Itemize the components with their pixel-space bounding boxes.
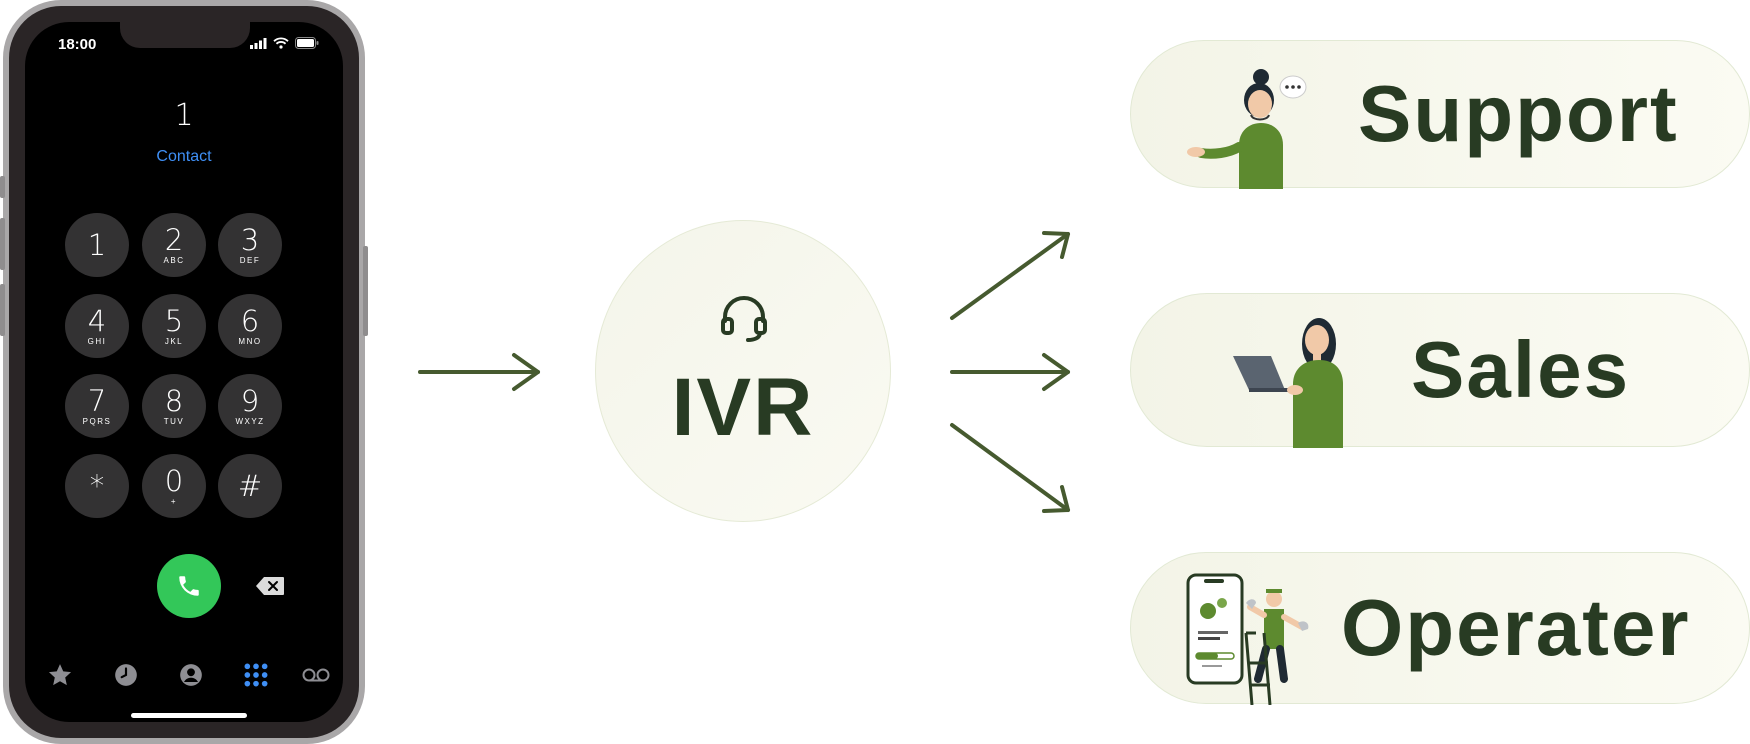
ivr-node: IVR xyxy=(595,220,891,522)
voicemail-icon[interactable] xyxy=(301,662,331,688)
destination-sales: Sales xyxy=(1130,293,1750,448)
arrow-ivr-to-operater xyxy=(950,423,1070,513)
key-letters: PQRS xyxy=(82,416,112,426)
add-contact-link[interactable]: Contact xyxy=(156,148,212,165)
arrow-phone-to-ivr xyxy=(418,353,540,391)
headset-icon xyxy=(721,296,767,342)
dialed-number: 1 xyxy=(174,98,194,133)
key-star[interactable]: * xyxy=(65,454,129,518)
key-digit: 1 xyxy=(87,228,107,262)
key-letters: DEF xyxy=(239,255,261,265)
ivr-label: IVR xyxy=(671,362,815,453)
key-digit: 0 xyxy=(164,463,184,498)
arrow-ivr-to-support xyxy=(950,231,1070,320)
notch xyxy=(120,22,250,48)
key-digit: 4 xyxy=(87,303,107,338)
person-icon[interactable] xyxy=(178,662,204,688)
phone-icon xyxy=(179,576,199,596)
key-digit: 5 xyxy=(164,303,184,338)
support-label: Support xyxy=(1358,69,1679,158)
signal-icon xyxy=(250,37,267,49)
sales-label: Sales xyxy=(1411,325,1631,414)
key-digit: 8 xyxy=(164,383,184,418)
arrow-ivr-to-sales xyxy=(950,353,1070,391)
backspace-icon[interactable] xyxy=(255,576,285,596)
key-letters: MNO xyxy=(238,336,262,346)
clock-icon[interactable] xyxy=(113,662,139,688)
destination-support: Support xyxy=(1130,40,1750,189)
wifi-icon xyxy=(273,37,289,49)
volume-down-button xyxy=(0,284,5,336)
destination-operater: Operater xyxy=(1130,552,1750,705)
key-letters: JKL xyxy=(164,336,184,346)
key-digit: # xyxy=(237,469,263,503)
operater-label: Operater xyxy=(1341,583,1691,672)
key-letters: ABC xyxy=(163,255,185,265)
key-digit: 3 xyxy=(240,222,260,257)
laptop-woman-illustration xyxy=(1233,318,1343,448)
star-icon[interactable] xyxy=(47,662,73,688)
key-1[interactable]: 1 xyxy=(65,213,129,277)
key-letters: WXYZ xyxy=(235,416,265,426)
status-icons xyxy=(250,37,319,49)
keypad-icon[interactable] xyxy=(243,662,269,688)
key-hash[interactable]: # xyxy=(218,454,282,518)
support-agent-illustration xyxy=(1187,69,1307,189)
key-digit: 6 xyxy=(240,303,260,338)
home-indicator xyxy=(131,713,247,718)
key-digit: 2 xyxy=(164,222,184,257)
key-letters: TUV xyxy=(163,416,185,426)
key-digit: 7 xyxy=(87,383,107,418)
status-time: 18:00 xyxy=(58,36,97,53)
call-button[interactable] xyxy=(157,554,221,618)
power-button xyxy=(363,246,368,336)
key-digit: * xyxy=(89,469,105,503)
mute-switch xyxy=(0,176,5,198)
key-digit: 9 xyxy=(240,383,260,418)
technician-phone-illustration xyxy=(1186,573,1309,705)
key-letters: GHI xyxy=(87,336,107,346)
volume-up-button xyxy=(0,218,5,270)
key-0[interactable]: 0+ xyxy=(142,454,206,518)
key-letters: + xyxy=(170,496,178,506)
battery-icon xyxy=(295,37,319,49)
